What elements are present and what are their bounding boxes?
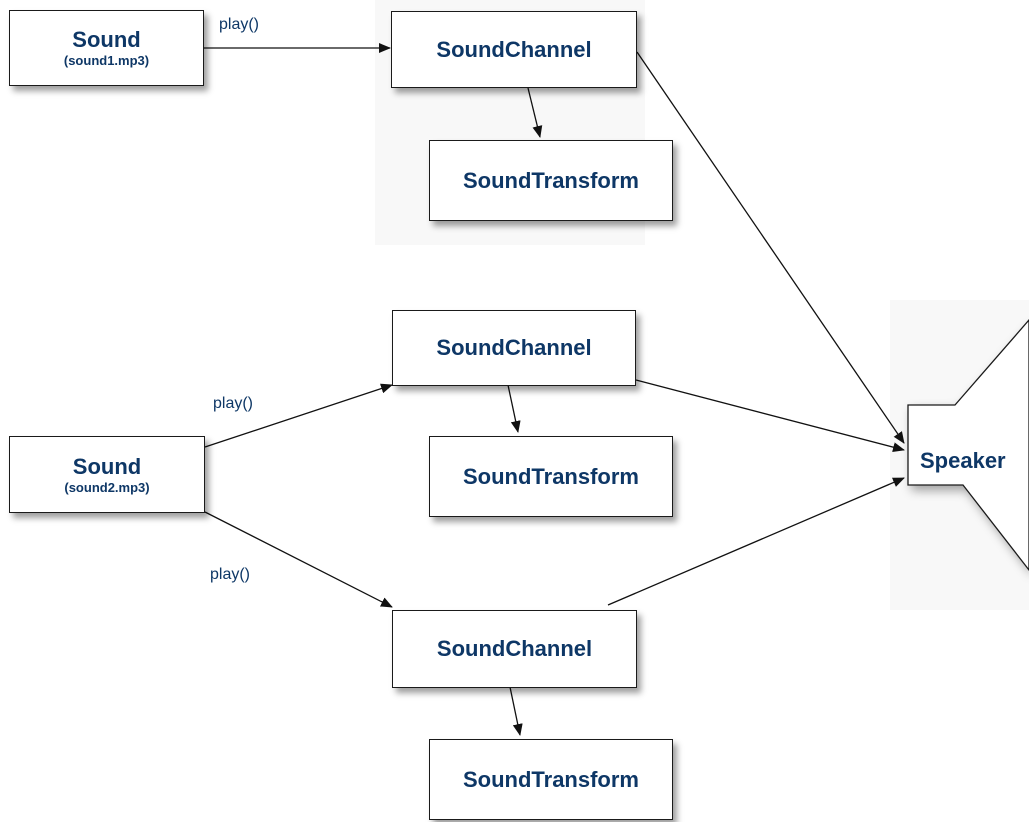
play-label: play(): [219, 16, 260, 33]
play-label: play(): [210, 566, 251, 583]
edge-sound2-to-channel2: [204, 383, 393, 448]
edge-channel3-to-speaker: [607, 477, 905, 606]
node-title: SoundTransform: [462, 463, 639, 489]
soundchannel-node-2[interactable]: SoundChannel: [392, 310, 636, 386]
node-title: SoundTransform: [462, 167, 639, 193]
node-subtitle: (sound2.mp3): [64, 479, 150, 495]
soundchannel-node-3[interactable]: SoundChannel: [392, 610, 637, 688]
node-title: SoundChannel: [436, 335, 592, 360]
node-title: SoundChannel: [436, 36, 592, 62]
edge-channel1-to-transform1: [527, 87, 543, 138]
node-title: Sound: [72, 453, 142, 479]
edge-channel2-to-transform2: [507, 384, 521, 433]
speaker-shape: [907, 319, 1029, 572]
node-title: Sound: [72, 27, 141, 52]
soundtransform-node-1[interactable]: SoundTransform: [429, 140, 673, 221]
node-title: SoundChannel: [436, 636, 593, 661]
soundtransform-node-2[interactable]: SoundTransform: [429, 436, 673, 517]
soundtransform-node-3[interactable]: SoundTransform: [429, 739, 673, 820]
play-label: play(): [213, 395, 254, 412]
speaker-label: Speaker: [920, 448, 1006, 473]
node-title: SoundTransform: [462, 766, 639, 792]
edge-channel2-to-speaker: [635, 379, 905, 453]
edge-channel1-to-speaker: [636, 51, 905, 444]
sound-node-2[interactable]: Sound (sound2.mp3): [9, 436, 205, 513]
edge-channel3-to-transform3: [509, 686, 523, 736]
soundchannel-node-1[interactable]: SoundChannel: [391, 11, 637, 88]
sound-node-1[interactable]: Sound (sound1.mp3): [9, 10, 204, 86]
edge-sound2-to-channel3: [204, 511, 393, 608]
node-subtitle: (sound1.mp3): [63, 53, 150, 68]
